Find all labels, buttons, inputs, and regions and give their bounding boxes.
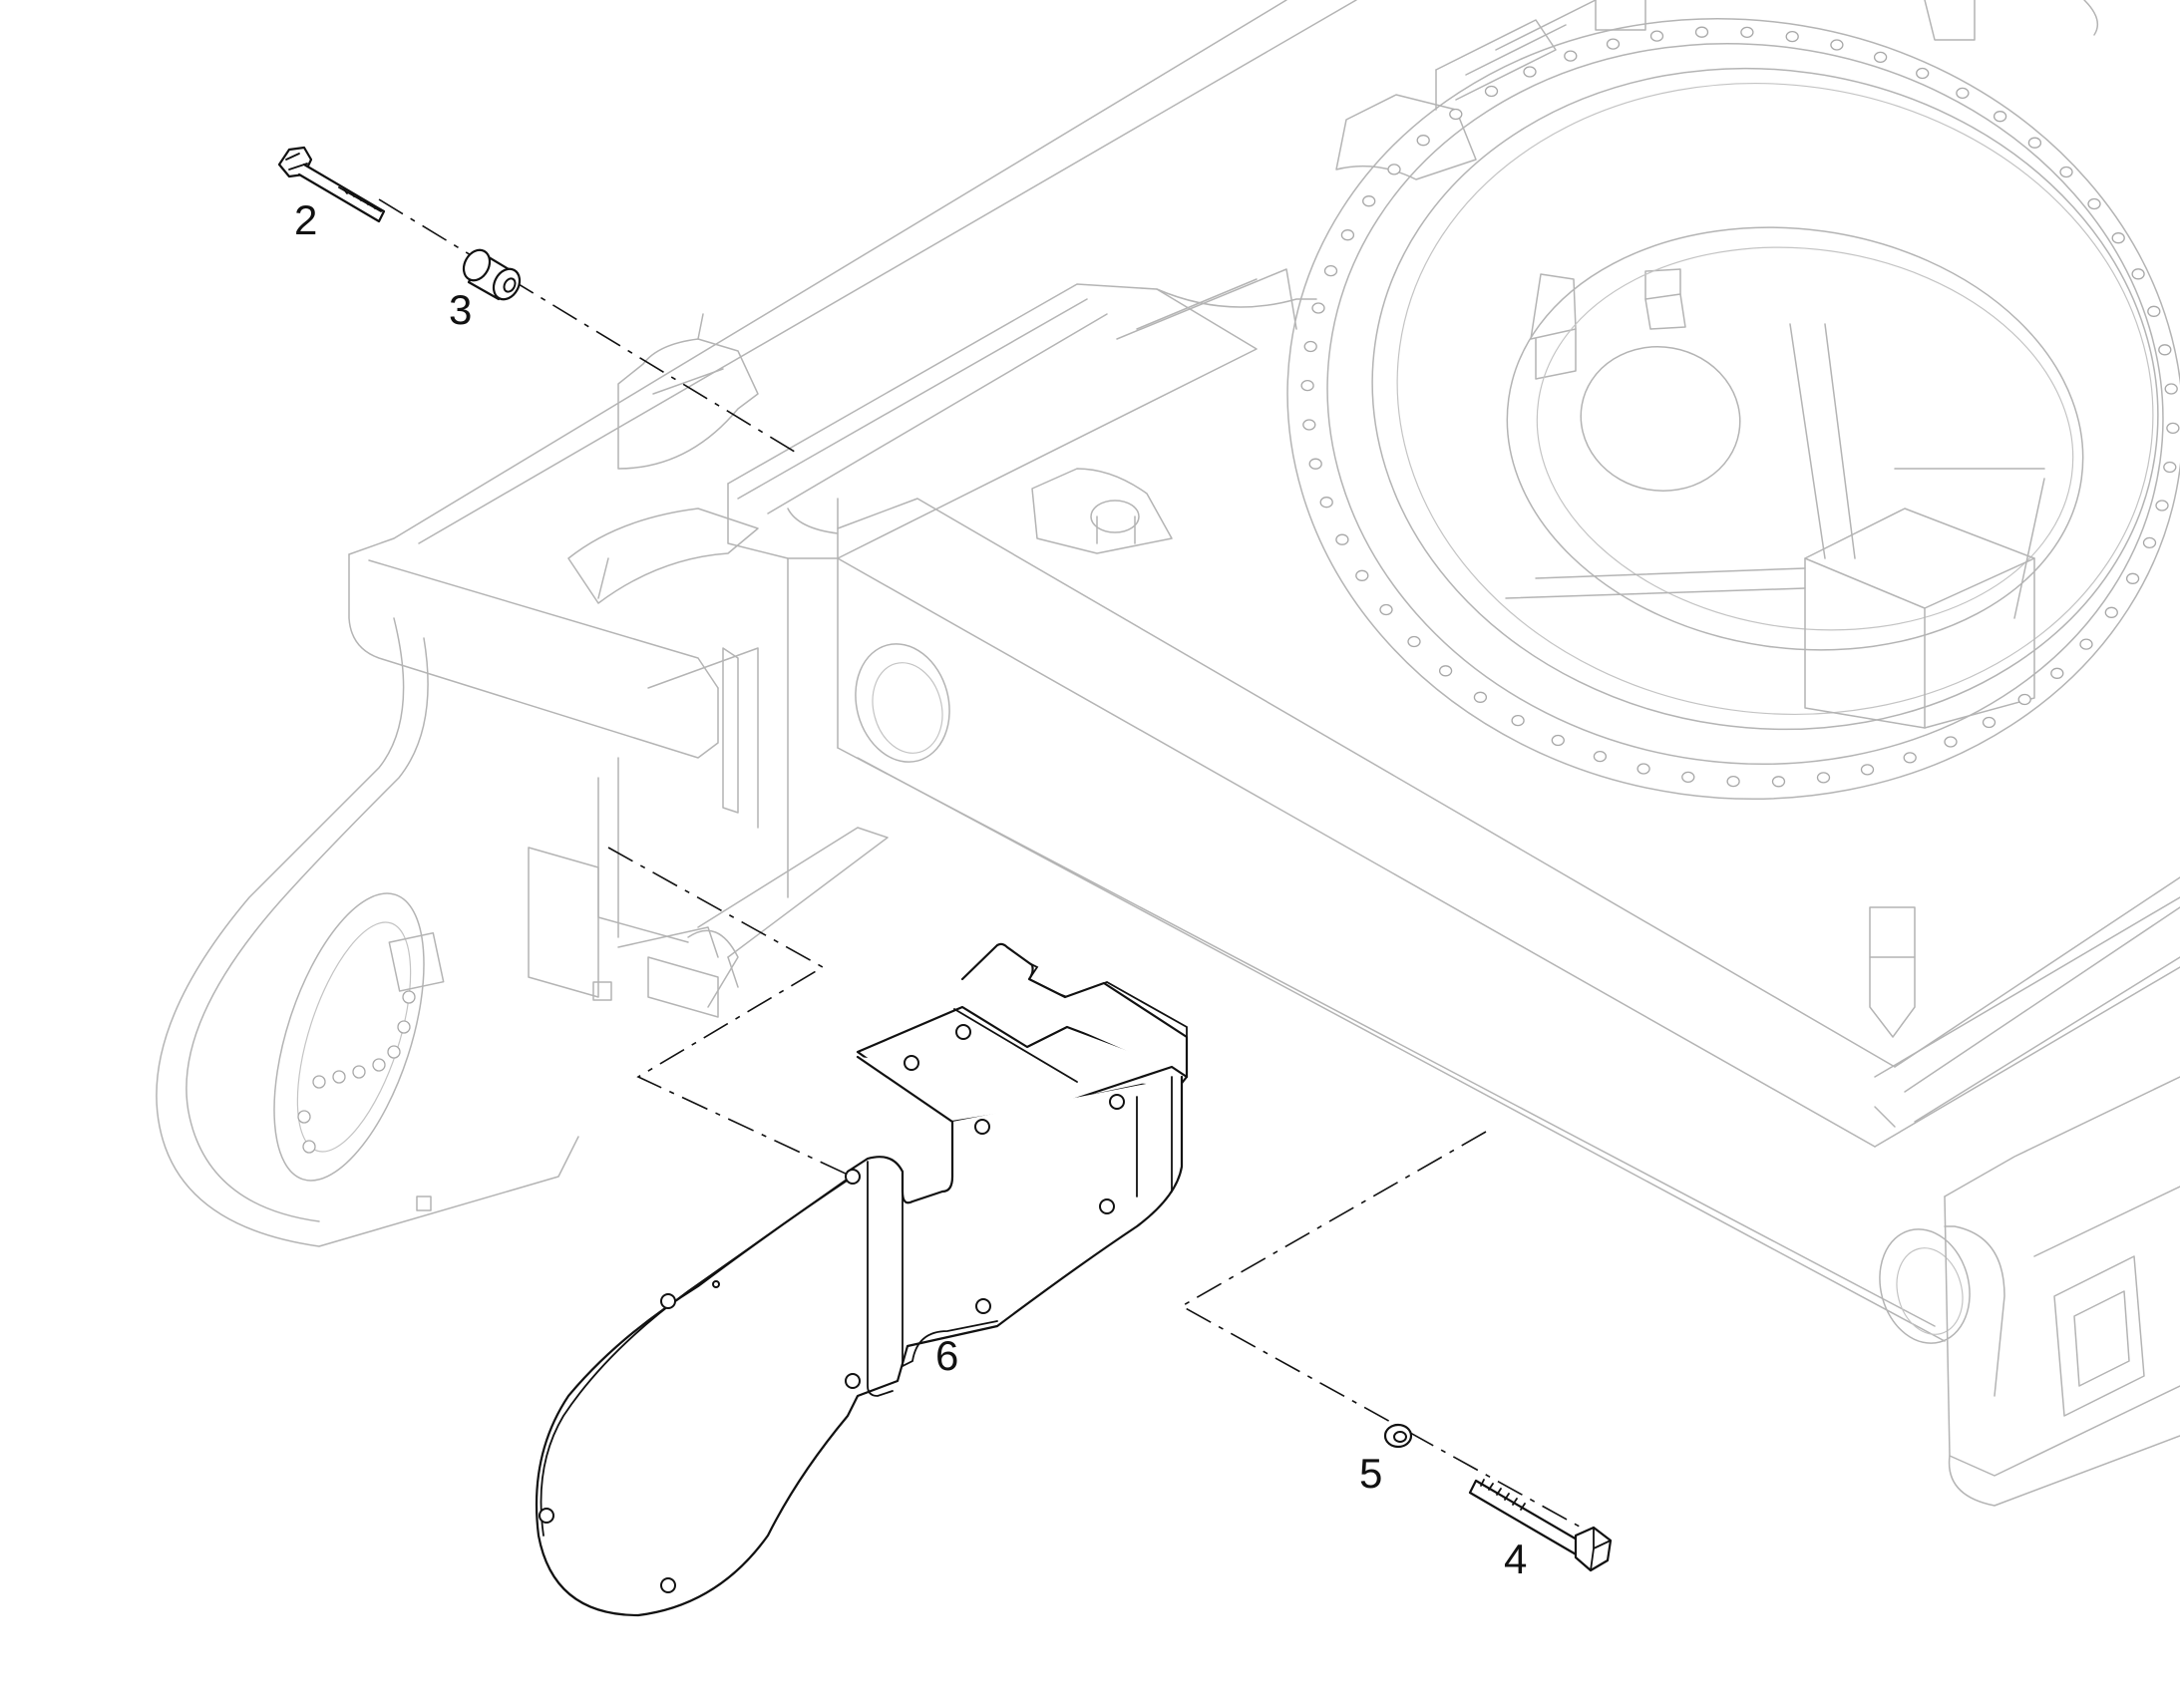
leader-bolt-2 [378, 198, 799, 455]
callout-labels: 2 3 4 5 6 [294, 196, 1527, 1582]
ring-bolt-hole [1407, 635, 1421, 648]
ring-bolt-hole [1771, 776, 1786, 788]
ring-bolt-hole [2059, 166, 2073, 178]
leader-bolt-4 [1180, 1131, 1597, 1537]
ring-bolt-hole [1319, 497, 1333, 509]
ring-bolt-hole [2131, 268, 2145, 280]
ring-bolt-hole [1636, 763, 1650, 775]
ring-bolt-hole [1903, 752, 1917, 764]
slewing-ring [1286, 18, 2180, 800]
ring-bolt-hole [1379, 603, 1393, 616]
callout-4: 4 [1504, 1536, 1527, 1582]
ring-bolt-hole [1830, 39, 1844, 51]
bolt-icon [1468, 1479, 1613, 1572]
ring-bolt-hole [2050, 667, 2064, 679]
assembly-leaders [378, 198, 1597, 1537]
ring-bolt-hole [1956, 87, 1970, 100]
ring-bolt-hole [1993, 111, 2007, 123]
ring-bolt-hole [2163, 461, 2177, 474]
ring-bolt-hole [2166, 422, 2180, 435]
ring-bolt-hole [1726, 775, 1740, 788]
slewing-ring-bolt-holes [1300, 26, 2180, 788]
ring-bolt-hole [1473, 691, 1488, 703]
ring-bolt-hole [2079, 638, 2093, 650]
callout-3: 3 [449, 286, 472, 333]
ring-bolt-hole [1511, 714, 1525, 727]
ring-bolt-hole [1606, 38, 1621, 50]
ring-bolt-hole [1816, 772, 1831, 784]
ring-bolt-hole [1551, 734, 1565, 747]
ring-bolt-hole [2027, 137, 2042, 149]
ring-bolt-hole [1740, 26, 1754, 39]
ring-bolt-hole [2125, 572, 2140, 584]
ring-bolt-hole [2104, 606, 2118, 618]
ring-bolt-hole [1335, 533, 1349, 545]
ring-bolt-hole [1785, 30, 1799, 43]
bolt-icon [277, 146, 386, 223]
ring-bolt-hole [1308, 458, 1322, 470]
leader-guard-mount [607, 847, 864, 1183]
guard-plate-icon [535, 942, 1189, 1617]
undercarriage-frame [156, 0, 2180, 1507]
ring-bolt-hole [1302, 419, 1316, 431]
ring-bolt-hole [2142, 536, 2157, 549]
ring-bolt-hole [1416, 135, 1430, 147]
ring-bolt-hole [1593, 750, 1608, 763]
ring-bolt-hole [1681, 771, 1695, 784]
ring-bolt-hole [1355, 569, 1369, 581]
ring-bolt-hole [2147, 305, 2161, 317]
ring-bolt-hole [1323, 264, 1338, 277]
ring-bolt-hole [1300, 379, 1314, 392]
ring-bolt-hole [2111, 232, 2125, 244]
ring-bolt-hole [1564, 50, 1578, 62]
ring-bolt-hole [1916, 67, 1930, 80]
ring-bolt-hole [1311, 302, 1325, 314]
ring-bolt-hole [2087, 197, 2101, 210]
spacer-icon [462, 248, 522, 301]
ring-bolt-hole [1873, 51, 1888, 64]
callout-5: 5 [1359, 1450, 1382, 1497]
callout-2: 2 [294, 196, 317, 243]
ring-bolt-hole [1649, 30, 1664, 42]
ring-bolt-hole [1438, 665, 1453, 677]
ring-bolt-hole [1449, 108, 1463, 121]
callout-6: 6 [935, 1332, 958, 1379]
ring-bolt-hole [2158, 344, 2172, 356]
ring-bolt-hole [1362, 195, 1376, 207]
ring-bolt-hole [1303, 340, 1317, 353]
ring-bolt-hole [2155, 500, 2169, 512]
ring-bolt-hole [1860, 764, 1875, 776]
ring-bolt-hole [1944, 736, 1958, 748]
ring-bolt-hole [1523, 66, 1537, 78]
ring-bolt-hole [1340, 229, 1355, 241]
ring-bolt-hole [1982, 716, 1997, 729]
ring-bolt-hole [1484, 85, 1499, 98]
ring-bolt-hole [1694, 26, 1709, 38]
ring-bolt-hole [2164, 383, 2178, 395]
washer-icon [1383, 1423, 1413, 1449]
ring-bolt-hole [1387, 164, 1401, 175]
ring-bolt-hole [2017, 693, 2031, 706]
